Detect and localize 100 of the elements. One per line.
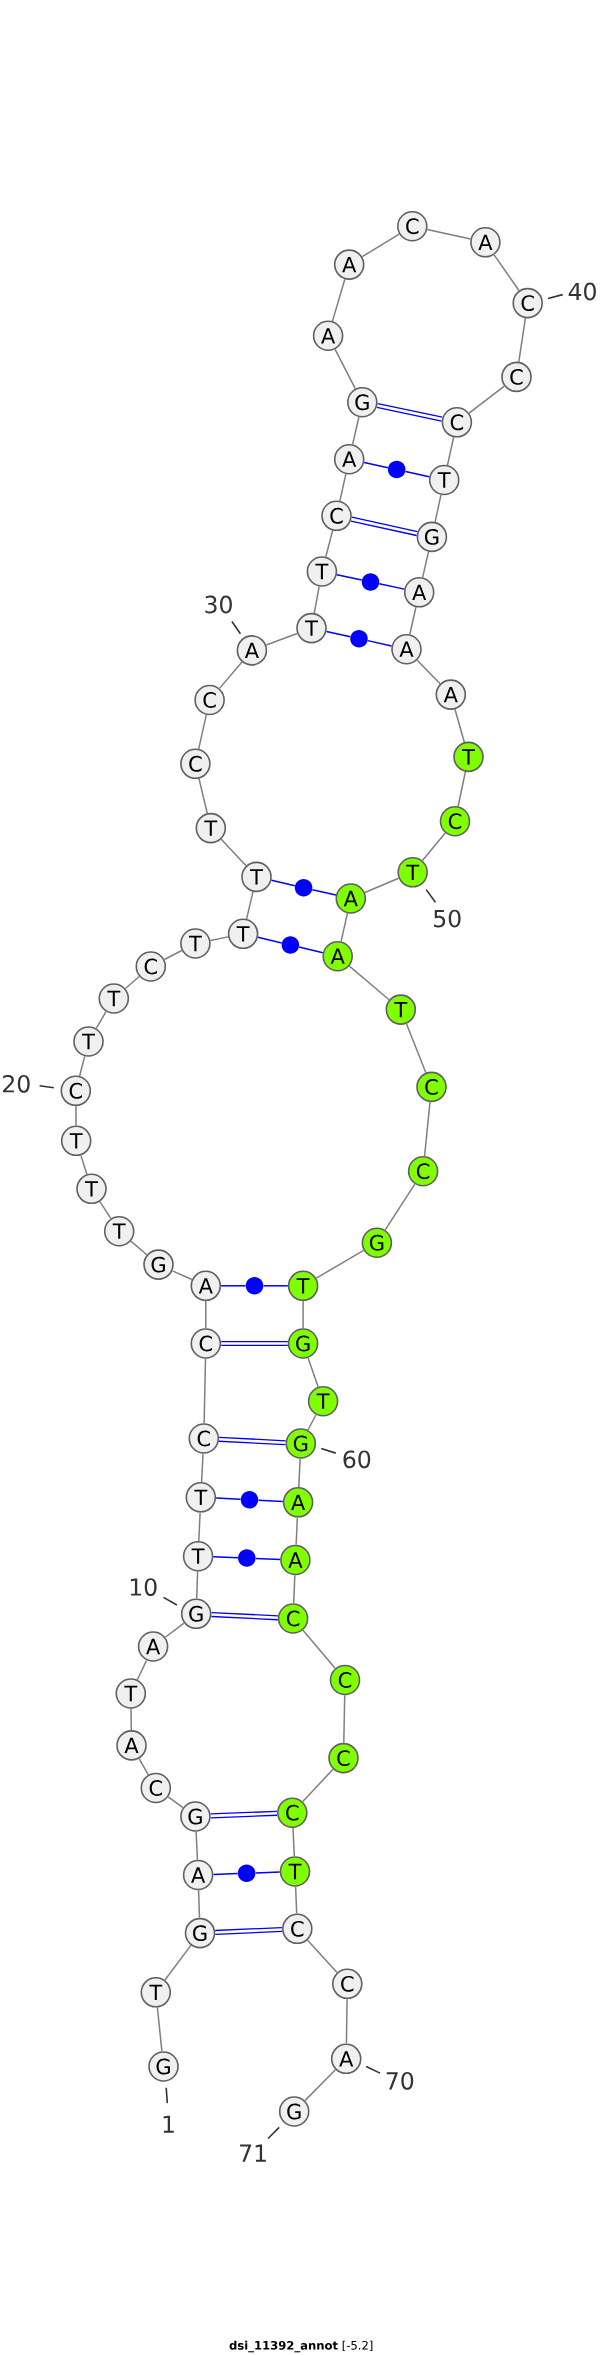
base-pair-line [325,630,351,638]
pair-dot [238,1549,256,1567]
backbone-line [164,1944,192,1981]
backbone-line [493,254,520,292]
backbone-line [75,1105,77,1127]
base-pair-line [254,1871,281,1874]
base-pair-line [298,946,324,954]
pair-dot [361,573,380,591]
base-pair-line [350,516,418,537]
backbone-line [306,1939,338,1974]
backbone-line [340,912,349,943]
backbone-line [200,1453,204,1483]
backbone-line [294,1886,298,1915]
base-pair-line [257,1499,284,1503]
backbone-line [136,1659,148,1681]
backbone-line [468,385,506,414]
backbone-line [304,2068,337,2102]
backbone-line [218,661,243,690]
backbone-line [245,891,254,920]
backbone-line [124,975,140,990]
base-pair-line [255,1557,281,1561]
number-label: 30 [205,595,232,614]
backbone-line [298,1458,301,1488]
base-pair-line [336,573,363,581]
backbone-line [198,1511,201,1542]
pair-dot [350,629,368,648]
backbone-line [195,1570,199,1600]
backbone-line [171,1270,193,1281]
base-pair-line [378,583,405,590]
base-pair-line [221,1340,288,1347]
base-pair-line [211,1611,278,1621]
base-pair-line [270,879,296,887]
number-label: 1 [163,2115,174,2133]
backbone-line [220,838,247,867]
backbone-line [130,1240,148,1256]
backbone-line [307,1414,317,1431]
backbone-line [361,233,400,258]
backbone-line [334,348,357,390]
base-pair-line [212,1872,239,1876]
backbone-line [302,1300,304,1329]
backbone-line [95,1010,107,1030]
backbone-line [364,877,400,894]
pair-dot [387,460,406,479]
base-pair-line [404,470,430,478]
pair-dot [245,1277,264,1295]
backbone-line [295,1516,299,1546]
backbone-line [426,228,472,240]
backbone-line [209,936,229,942]
base-pair-line [215,1497,242,1501]
backbone-line [265,632,298,646]
backbone-line [195,1831,199,1861]
backbone-line [130,1708,133,1731]
backbone-line [339,473,347,502]
number-label: 70 [386,2071,414,2090]
base-pair-line [367,639,393,647]
backbone-line [80,1154,88,1175]
base-pair-line [262,1285,289,1287]
backbone-line [302,1629,336,1670]
backbone-line [348,965,390,1001]
number-label: 60 [343,1450,371,1469]
base-pair-line [212,1556,239,1559]
base-pair-line [210,1810,278,1819]
base-pair-line [215,1926,283,1936]
pair-dot [281,936,300,954]
backbone-line [454,708,466,743]
base-pair-line [257,936,283,944]
backbone-line [331,278,346,322]
backbone-line [307,1357,319,1388]
base-pair-line [376,402,443,422]
number-label: 50 [434,909,461,928]
backbone-line [409,606,417,636]
backbone-line [421,551,430,579]
backbone-line [343,1694,346,1744]
number-label: 40 [568,282,596,301]
backbone-line [518,317,527,363]
backbone-line [434,494,442,523]
backbone-line [351,416,360,446]
backbone-line [457,771,467,807]
backbone-line [198,714,208,750]
backbone-line [292,1827,296,1857]
pair-dot [294,878,313,897]
backbone-line [325,529,334,558]
backbone-line [405,1023,427,1074]
number-label: 71 [240,2144,266,2162]
backbone-line [198,777,208,814]
backbone-line [423,1101,431,1157]
number-label: 10 [130,1578,157,1596]
backbone-line [138,1757,149,1776]
backbone-line [315,1249,365,1279]
backbone-line [156,2006,163,2053]
pair-dot [237,1864,256,1882]
number-label: 20 [3,1074,30,1093]
base-pair-line [218,1436,286,1446]
backbone-line [164,1622,185,1638]
backbone-line [292,1574,296,1604]
backbone-line [446,436,455,466]
backbone-line [384,1183,416,1231]
backbone-line [167,1796,184,1809]
backbone-line [99,1200,112,1220]
backbone-line [302,1768,334,1803]
